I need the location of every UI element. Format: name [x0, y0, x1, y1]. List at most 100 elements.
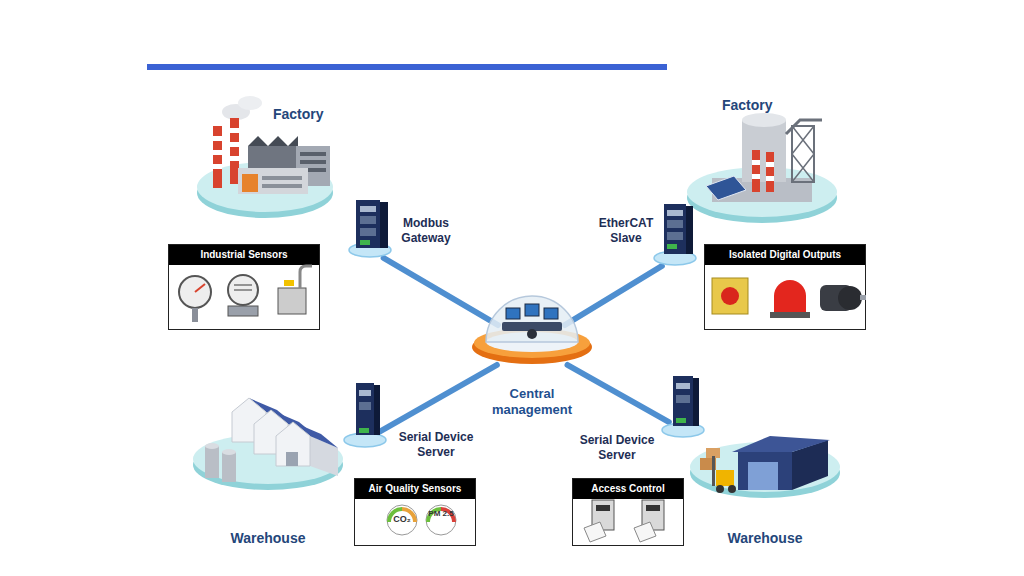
chimney-stripe [213, 164, 222, 169]
co2-gauge [387, 505, 417, 535]
device-label: EtherCAT Slave [591, 216, 661, 246]
control-dome [486, 296, 578, 342]
silo-top [205, 443, 219, 449]
chimney [230, 118, 239, 184]
device-base-shape [661, 422, 705, 438]
device-label: Serial Device Server [391, 430, 481, 460]
site-platform: Warehouse [193, 434, 343, 490]
chimney-stripe [230, 142, 239, 147]
window-row [262, 184, 302, 188]
cargo-box [700, 458, 716, 470]
forklift-wheel [716, 485, 724, 493]
chimney [752, 150, 760, 192]
warehouse-side [792, 440, 828, 490]
factory-block [296, 146, 330, 186]
chimney-stripe [230, 156, 239, 161]
terminal-block [667, 244, 677, 249]
card-reader [642, 500, 664, 530]
warehouse-front [738, 452, 792, 490]
chimney-stripe [752, 160, 760, 165]
meter-display [234, 285, 252, 290]
device-side [693, 378, 699, 426]
cargo-box [706, 448, 720, 458]
factory-door [242, 174, 258, 192]
smoke [222, 104, 250, 120]
factory-hall [248, 146, 298, 182]
terminal-block [359, 428, 369, 433]
device-base-disc [349, 243, 391, 257]
chimney-stripe [213, 150, 222, 155]
monitor [506, 308, 520, 319]
device-port [667, 232, 683, 240]
forklift-wheel [728, 485, 736, 493]
monitor [525, 304, 539, 316]
serial-server-device [356, 383, 374, 435]
serial-server-device [673, 376, 693, 426]
storage-tank [742, 120, 786, 182]
network-link [379, 365, 497, 432]
warehouse-gable [232, 398, 266, 442]
device-base-disc [662, 423, 704, 437]
pm-gauge [426, 505, 456, 535]
device-port [667, 210, 683, 216]
chimney-stripe [766, 162, 774, 167]
warehouse-side [266, 412, 294, 452]
device-port [676, 395, 690, 403]
chimney-stripe [752, 174, 760, 179]
control-desk [502, 322, 562, 331]
device-port [359, 390, 371, 396]
site-platform: Factory [197, 162, 333, 218]
device-base: Serial Device Server [661, 422, 705, 438]
device-port [360, 206, 376, 212]
device-base: EtherCAT Slave [653, 250, 697, 266]
device-base-shape [653, 250, 697, 266]
chimney [766, 152, 774, 192]
device-base-shape [343, 432, 387, 448]
platform-top [193, 434, 343, 484]
lattice-tower [792, 126, 814, 182]
device-base-shape [348, 242, 392, 258]
gauge-arc [402, 509, 415, 522]
platform-top [690, 442, 840, 492]
chimney-stripe [766, 176, 774, 181]
warning-beacon [774, 280, 806, 312]
device-base-disc [654, 251, 696, 265]
site-label: Factory [273, 106, 353, 123]
central-hub: Central management [472, 325, 592, 365]
lattice-brace [792, 126, 814, 182]
gateway-device [356, 200, 380, 248]
silo [205, 446, 219, 478]
warehouse-roof [293, 422, 338, 448]
card-reader [592, 500, 614, 530]
platform-top [687, 167, 837, 217]
beacon-base [770, 312, 810, 318]
gauge-stem [192, 308, 198, 322]
io-panel: Access Control [572, 478, 684, 546]
operator [527, 329, 537, 339]
platform-top [197, 162, 333, 212]
flow-meter [228, 275, 258, 305]
network-link [565, 266, 662, 325]
forklift [716, 470, 734, 486]
io-panel: Isolated Digital Outputs [704, 244, 866, 330]
site-label: Factory [722, 97, 802, 114]
hub-shape [472, 325, 592, 365]
hub-label: Central management [482, 386, 582, 418]
factory-front [238, 168, 308, 194]
gauge-arc [441, 509, 454, 522]
warehouse-roof [249, 398, 294, 424]
warehouse-roof [732, 436, 830, 452]
platform-shape [687, 167, 837, 223]
warehouse-side [310, 436, 338, 476]
panel-heading: Isolated Digital Outputs [705, 245, 865, 265]
device-port [360, 216, 376, 224]
chimney [213, 126, 222, 188]
sawtooth-roof [248, 136, 298, 146]
silo [222, 452, 236, 482]
monitor [544, 308, 558, 319]
device-base-disc [344, 433, 386, 447]
pressure-gauge [179, 276, 211, 308]
access-card [634, 522, 656, 542]
device-side [686, 206, 693, 254]
platform-shape [193, 434, 343, 490]
